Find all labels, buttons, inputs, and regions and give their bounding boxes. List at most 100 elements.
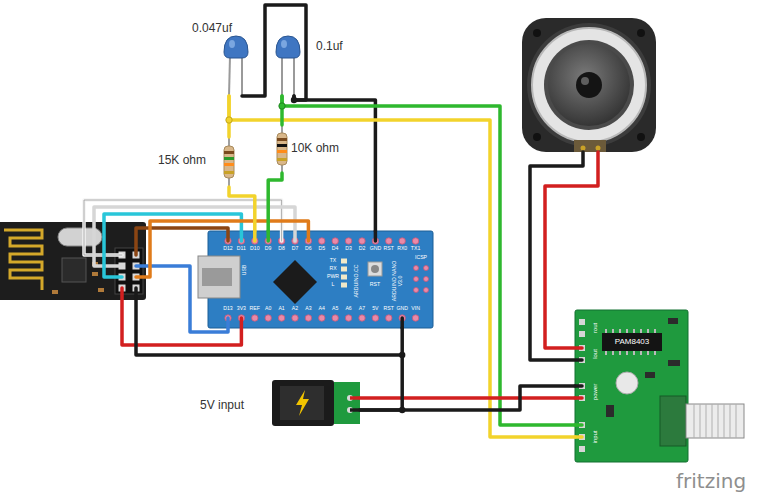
arduino-board-drawing [399, 238, 405, 244]
arduino-board-drawing [252, 315, 258, 321]
radio-module [0, 222, 146, 300]
capacitor-symbol [293, 56, 295, 96]
pin-label: D3 [345, 246, 352, 251]
jumper-wire [84, 152, 598, 360]
pin-label: VIN [411, 306, 420, 311]
arduino-board-drawing [341, 283, 347, 288]
capacitor-symbol [224, 36, 248, 58]
arduino-board-drawing [273, 260, 317, 304]
pin-label: 5V [372, 306, 378, 311]
pin-label: A3 [305, 306, 311, 311]
amplifier-board-drawing [645, 372, 655, 378]
arduino-board-drawing [225, 238, 419, 321]
wire [294, 96, 375, 231]
wire [242, 5, 306, 100]
junction-dot [399, 407, 405, 413]
junction-dot [226, 117, 232, 123]
capacitor-symbol [281, 56, 283, 96]
resistor-symbol [224, 157, 234, 160]
arduino-board-drawing [208, 231, 433, 328]
arduino-board-drawing [424, 266, 429, 271]
jumper-wire [136, 288, 402, 355]
speaker-symbol [532, 28, 646, 142]
arduino-board-drawing [412, 315, 418, 321]
value-label: 0.047uf [192, 22, 232, 34]
speaker-symbol [637, 133, 645, 141]
amplifier-board-drawing [575, 310, 688, 462]
pin-label: A0 [265, 306, 271, 311]
pin-label: D8 [278, 246, 285, 251]
watermark: fritzing [676, 471, 746, 491]
jumper-wire [94, 207, 295, 266]
arduino-board-drawing [345, 315, 351, 321]
junction-dot [399, 352, 405, 358]
resistor-symbol [224, 146, 234, 178]
arduino-board-drawing [345, 238, 351, 244]
arduino-board-drawing [332, 315, 338, 321]
amplifier-board-drawing [660, 396, 686, 446]
wire-stub [255, 231, 582, 437]
arduino-board-drawing [202, 268, 232, 286]
arduino-board-drawing [359, 238, 365, 244]
arduino-board-drawing [341, 275, 347, 280]
pin-label: D6 [305, 246, 312, 251]
resistor-symbol [224, 125, 287, 187]
pin-label: TX1 [411, 246, 421, 251]
speaker-symbol [544, 40, 634, 130]
led-label: PWR [327, 274, 339, 279]
resistor-symbol [224, 151, 234, 154]
pin-label: GND [396, 306, 408, 311]
arduino-board-drawing [386, 238, 392, 244]
jumper-wire [530, 152, 583, 360]
junction-dot [226, 97, 406, 413]
speaker-symbol [522, 18, 656, 152]
arduino-board: D12D11D10D9D8D7D6D5D4D3D2GNDRSTRX0TX1D13… [208, 231, 433, 328]
pin-group-label: input [592, 430, 598, 443]
pin-label: A4 [319, 306, 325, 311]
arduino-board-drawing [414, 266, 429, 293]
arduino-board-drawing [292, 315, 298, 321]
pin-group-label: power [592, 384, 598, 400]
capacitor-symbol [229, 56, 230, 96]
speaker-symbol [581, 77, 589, 85]
resistor-symbol [277, 138, 287, 141]
arduino-board-drawing [332, 238, 338, 244]
speaker-symbol [533, 29, 541, 37]
pin-label: RST [384, 306, 394, 311]
resistor-symbol [277, 133, 287, 165]
power-jack: 5V input [272, 377, 360, 429]
arduino-board-drawing [414, 288, 419, 293]
amplifier-board-drawing [694, 404, 736, 438]
amplifier-board-drawing [616, 372, 638, 394]
radio-module [62, 258, 86, 282]
amplifier-board-drawing [606, 405, 614, 417]
arduino-board-drawing [319, 238, 325, 244]
radio-module [92, 272, 98, 276]
amplifier-board-drawing [668, 318, 678, 324]
pin-label: D2 [359, 246, 366, 251]
arduino-board-drawing [424, 288, 429, 293]
arduino-board-drawing [278, 315, 284, 321]
pin-label: 3V3 [237, 306, 246, 311]
capacitor-symbol [281, 40, 287, 48]
speaker-symbol [522, 18, 656, 152]
jumper-wire [136, 221, 308, 277]
power-jack-symbol [334, 382, 360, 424]
pin-label: D13 [223, 306, 233, 311]
capacitor-symbol [276, 36, 300, 58]
resistor-symbol [224, 171, 234, 174]
power-jack-symbol [296, 390, 309, 416]
amplifier-board-drawing [575, 310, 744, 462]
pin-label: D4 [332, 246, 339, 251]
pin-label: D12 [223, 246, 233, 251]
junction-dot [279, 103, 285, 109]
pin-label: A2 [292, 306, 298, 311]
arduino-board-drawing [412, 238, 418, 244]
led-label: L [332, 282, 335, 287]
resistor-symbol [277, 150, 287, 153]
speaker-symbol [527, 23, 651, 147]
arduino-board-drawing [414, 266, 419, 271]
board-name: ARDUINO NANO V3.0 [392, 259, 403, 303]
arduino-board-drawing [359, 315, 365, 321]
